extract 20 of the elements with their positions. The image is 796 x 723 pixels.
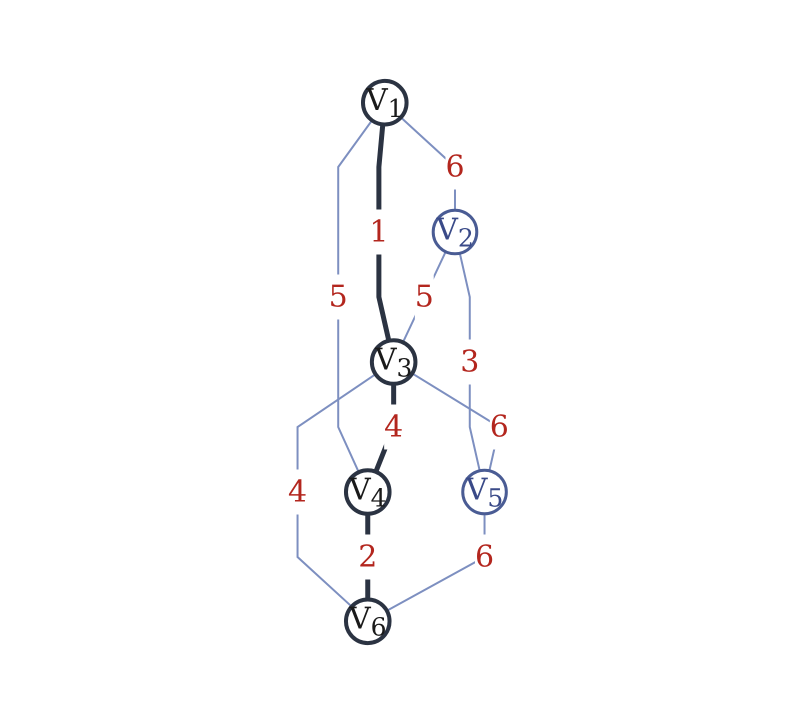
edge-label: 4 [384, 409, 403, 444]
edge-label: 6 [474, 539, 494, 574]
node-circle: V$_{3}$ [369, 338, 417, 386]
edge-label: 1 [368, 214, 388, 249]
edge-label: 6 [489, 409, 508, 444]
edge-label: 2 [358, 539, 377, 574]
edge-label: 4 [288, 474, 307, 509]
node-circle: V$_{5}$ [460, 468, 508, 515]
connector [336, 119, 372, 472]
node-circle: V$_{4}$ [344, 468, 392, 516]
edge-label: 5 [328, 279, 348, 314]
edge-label: 5 [414, 279, 434, 314]
node-circle: V$_{2}$ [431, 208, 478, 255]
connector [296, 372, 376, 607]
node-circle: V$_{6}$ [344, 597, 392, 645]
node-circle: V$_{1}$ [360, 78, 408, 126]
edge-label: 3 [460, 344, 479, 379]
edge-label: 6 [445, 149, 464, 184]
connector [402, 250, 446, 342]
connector [458, 252, 480, 470]
